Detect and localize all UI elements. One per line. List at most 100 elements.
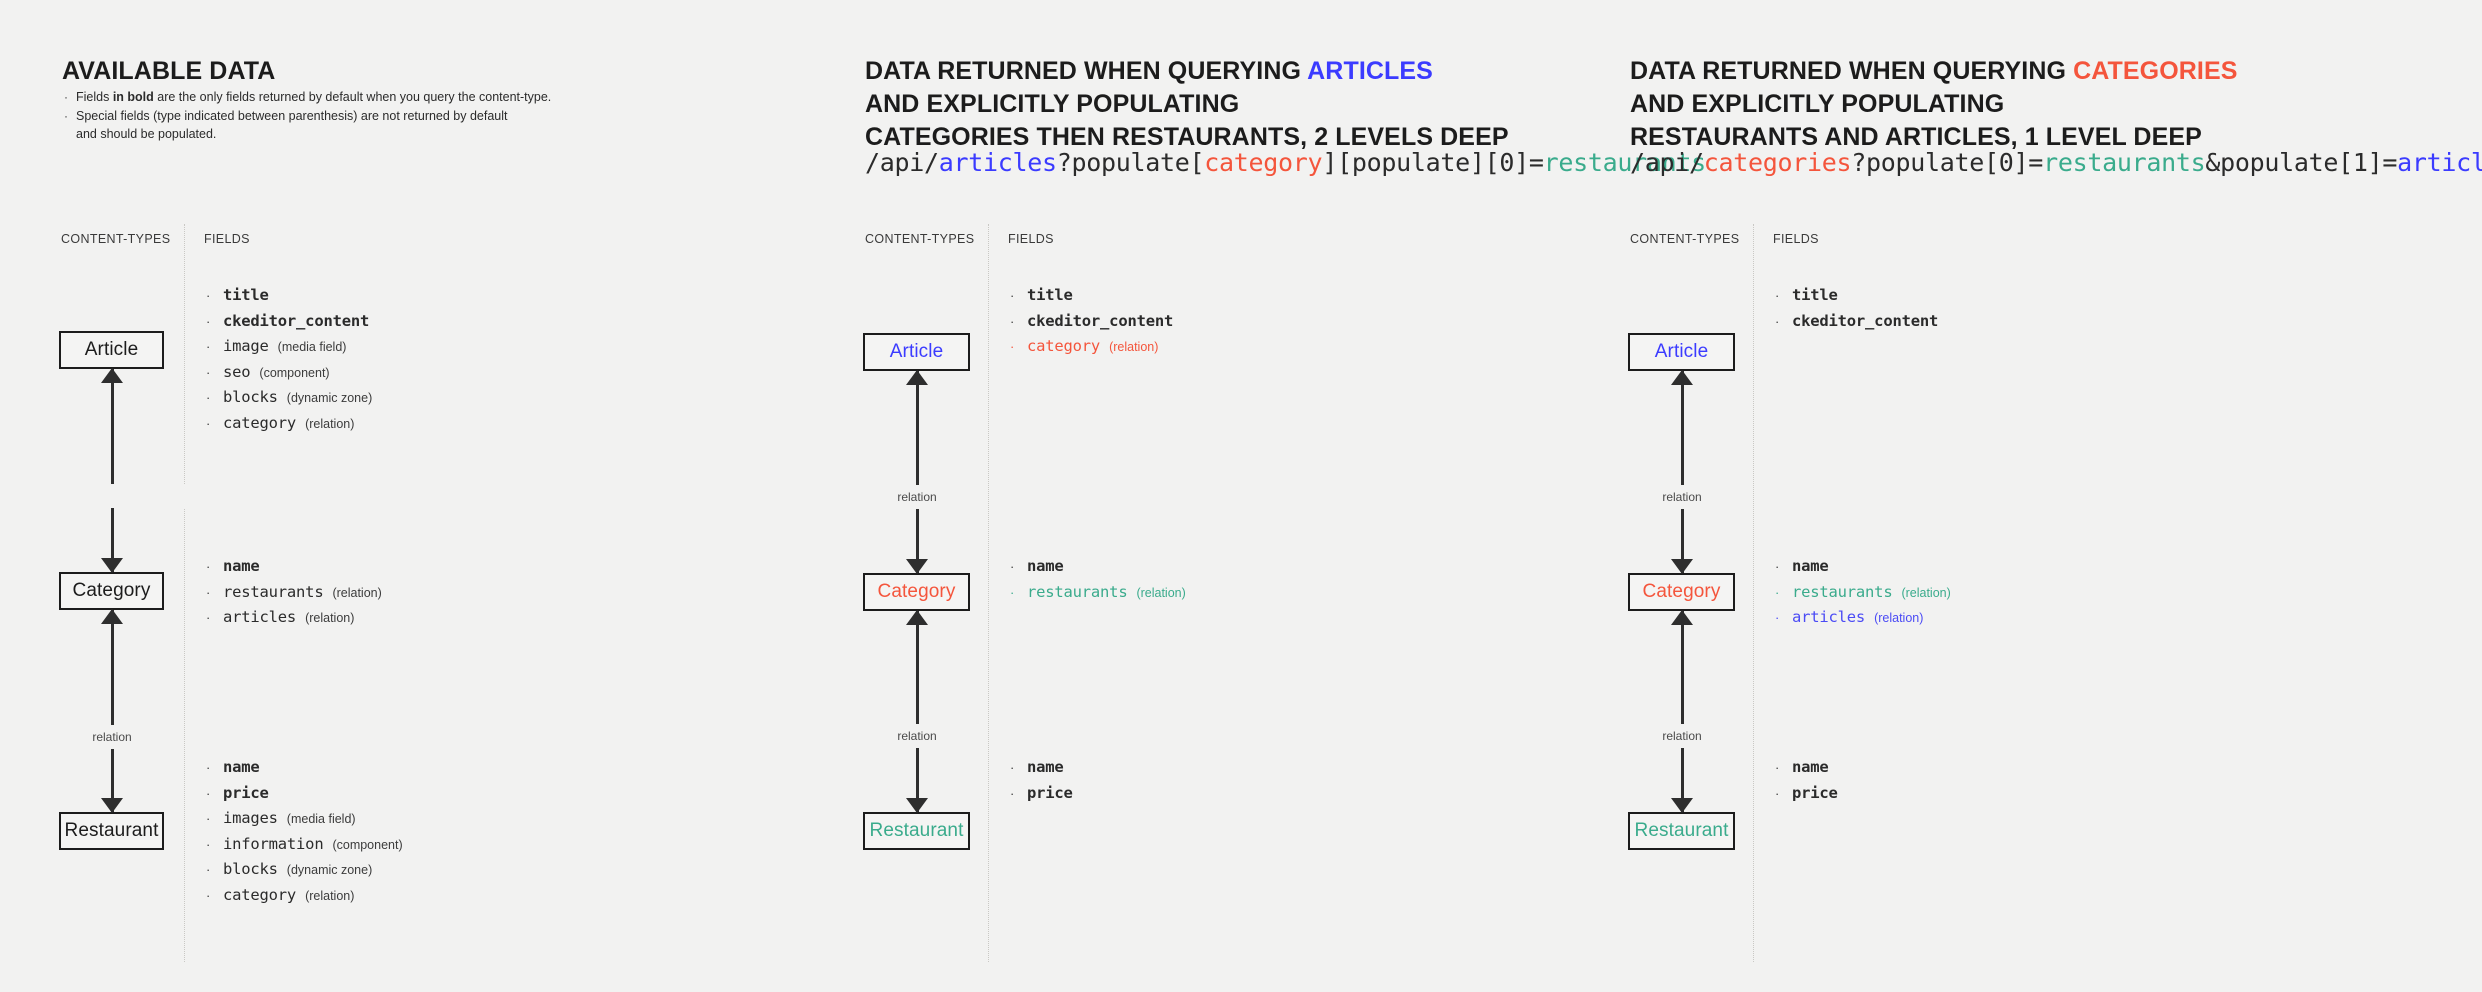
field-row: ·ckeditor_content	[206, 312, 372, 338]
panel-title-line3: RESTAURANTS AND ARTICLES, 1 LEVEL DEEP	[1630, 122, 2202, 151]
content-type-box-category[interactable]: Category	[59, 572, 164, 610]
field-list-article: ·title·ckeditor_content·image(media fiel…	[206, 286, 372, 439]
field-list-article: ·title·ckeditor_content·category(relatio…	[1010, 286, 1173, 363]
content-type-box-article[interactable]: Article	[1628, 333, 1735, 371]
content-type-box-restaurant[interactable]: Restaurant	[863, 812, 970, 850]
field-name: category	[223, 413, 297, 432]
content-type-box-category[interactable]: Category	[863, 573, 970, 611]
bullet-icon: ·	[64, 90, 68, 104]
relation-label: relation	[1658, 485, 1706, 509]
bullet-icon: ·	[206, 760, 211, 775]
field-name: name	[1027, 758, 1064, 776]
bullet-icon: ·	[206, 862, 211, 877]
field-name: restaurants	[1027, 582, 1128, 601]
legend-note: · Special fields (type indicated between…	[64, 107, 704, 126]
field-row: ·restaurants(relation)	[206, 583, 382, 609]
field-name: title	[1792, 286, 1838, 304]
field-name: seo	[223, 362, 251, 381]
bullet-icon: ·	[1010, 760, 1015, 775]
legend-note-text: Fields in bold are the only fields retur…	[76, 88, 704, 107]
field-type: (component)	[259, 365, 330, 380]
content-type-box-category[interactable]: Category	[1628, 573, 1735, 611]
field-name: images	[223, 809, 278, 827]
content-type-box-article[interactable]: Article	[863, 333, 970, 371]
legend-note-continuation: and should be populated.	[64, 125, 704, 144]
relation-arrow-category-restaurant	[897, 610, 937, 813]
legend-note-post: are the only fields returned by default …	[153, 90, 552, 104]
field-type: (relation)	[1874, 611, 1924, 625]
caption-fields: FIELDS	[1773, 232, 1819, 246]
bullet-icon: ·	[206, 584, 211, 600]
content-type-box-article[interactable]: Article	[59, 331, 164, 369]
field-row: · ckeditor_content	[1010, 312, 1173, 338]
field-name: name	[223, 758, 260, 776]
bullet-icon: ·	[206, 559, 211, 574]
api-url-segment: articles	[938, 148, 1057, 177]
panel-title: DATA RETURNED WHEN QUERYING CATEGORIES A…	[1630, 55, 2238, 154]
arrow-head-up-icon	[101, 368, 123, 383]
api-url: /api/categories?populate[0]=restaurants&…	[1630, 148, 2482, 177]
content-type-box-restaurant[interactable]: Restaurant	[1628, 812, 1735, 850]
arrow-shaft	[111, 369, 114, 572]
field-type: (relation)	[1109, 340, 1159, 354]
bullet-icon: ·	[1010, 288, 1015, 303]
field-row: ·category(relation)	[206, 886, 403, 912]
field-row: ·category(relation)	[1010, 337, 1173, 363]
field-type: (dynamic zone)	[286, 863, 373, 877]
relation-label: relation	[893, 485, 941, 509]
field-row: ·price	[206, 784, 403, 810]
field-row: ·price	[1775, 784, 1838, 810]
caption-fields: FIELDS	[204, 232, 250, 246]
bullet-icon: ·	[1775, 760, 1780, 775]
api-url-segment: restaurants	[2043, 148, 2206, 177]
arrow-shaft	[916, 611, 919, 812]
field-name: blocks	[223, 860, 278, 878]
field-list-restaurant: · name ·price	[1775, 758, 1838, 809]
panel-title-accent: ARTICLES	[1307, 56, 1433, 85]
field-name: image	[223, 337, 269, 355]
field-name: ckeditor_content	[1027, 311, 1174, 330]
field-row: ·information(component)	[206, 835, 403, 861]
legend-note-bold: in bold	[112, 90, 154, 104]
content-type-box-restaurant[interactable]: Restaurant	[59, 812, 164, 850]
field-name: name	[1792, 758, 1829, 776]
field-type: (dynamic zone)	[286, 391, 373, 405]
bullet-icon: ·	[206, 836, 211, 852]
field-row: · name	[1010, 758, 1073, 784]
column-divider	[988, 224, 989, 962]
field-list-article: ·title·ckeditor_content	[1775, 286, 1938, 337]
bullet-icon: ·	[1775, 610, 1780, 625]
arrow-head-down-icon	[906, 798, 928, 813]
legend-note-text: and should be populated.	[76, 127, 217, 141]
panel-query-categories: DATA RETURNED WHEN QUERYING CATEGORIES A…	[1619, 0, 2482, 992]
arrow-head-down-icon	[1671, 559, 1693, 574]
api-url-segment: ?populate[0]=	[1851, 148, 2044, 177]
legend-note-text: Special fields (type indicated between p…	[76, 108, 508, 123]
field-row: · blocks (dynamic zone)	[206, 860, 403, 886]
panel-available-data: AVAILABLE DATA · Fields in bold are the …	[0, 0, 854, 992]
legend-note: · Fields in bold are the only fields ret…	[64, 88, 704, 107]
field-name: ckeditor_content	[1792, 311, 1939, 330]
legend-note-pre: Fields	[76, 90, 113, 104]
field-row: ·articles(relation)	[1775, 608, 1951, 634]
bullet-icon: ·	[1775, 559, 1780, 574]
arrow-head-up-icon	[906, 370, 928, 385]
field-row: ·blocks(dynamic zone)	[206, 388, 372, 414]
field-name: restaurants	[223, 582, 324, 601]
field-row: ·category(relation)	[206, 414, 372, 440]
field-list-category: ·name·restaurants(relation)·articles(rel…	[206, 557, 382, 634]
panel-title-accent: CATEGORIES	[2073, 56, 2238, 85]
field-row: · name	[1775, 758, 1838, 784]
arrow-head-up-icon	[1671, 610, 1693, 625]
bullet-icon: ·	[1010, 313, 1015, 329]
arrow-head-down-icon	[101, 558, 123, 573]
field-name: price	[223, 783, 269, 802]
bullet-icon: ·	[1010, 584, 1015, 600]
relation-label: relation	[0, 484, 543, 508]
api-url-segment: ?populate[	[1056, 148, 1205, 177]
api-url-segment: category	[1204, 148, 1323, 177]
panel-title-line1-pre: DATA RETURNED WHEN QUERYING	[865, 56, 1308, 85]
arrow-head-down-icon	[101, 798, 123, 813]
field-name: price	[1792, 783, 1838, 802]
bullet-icon: ·	[206, 415, 211, 431]
